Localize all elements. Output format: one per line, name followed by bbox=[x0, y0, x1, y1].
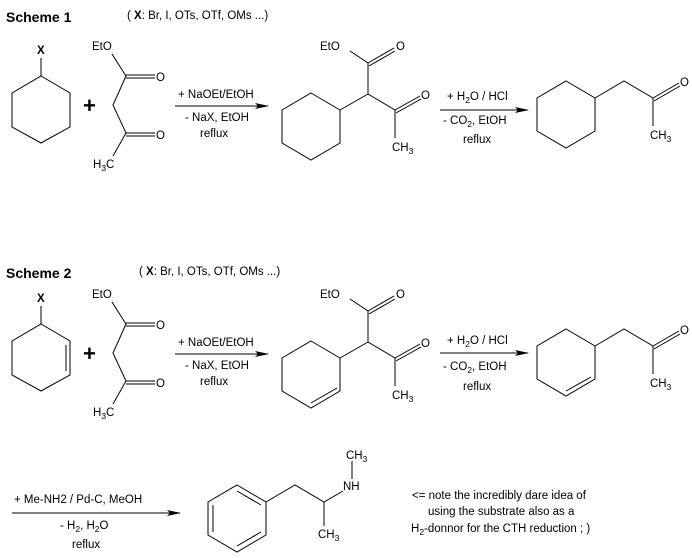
eto-label: EtO bbox=[320, 289, 340, 301]
eto-label: EtO bbox=[92, 41, 112, 53]
ester-o: O bbox=[396, 41, 405, 53]
arrow-1-reagent: + NaOEt/EtOH bbox=[178, 337, 254, 349]
scheme-1-title: Scheme 1 bbox=[6, 9, 72, 25]
arrow-1-condition: reflux bbox=[200, 128, 228, 140]
arrow-2-reagent: + H2O / HCl bbox=[447, 335, 508, 349]
arrow-2-byproduct: - CO2, EtOH bbox=[443, 115, 507, 129]
ester-o: O bbox=[396, 289, 405, 301]
ch3-label: CH3 bbox=[650, 130, 672, 144]
alkylated-ketoester: EtO O O CH3 bbox=[281, 41, 430, 161]
ch3-label: CH3 bbox=[650, 378, 672, 392]
methamphetamine-product: NH CH3 CH3 bbox=[207, 450, 368, 553]
substituent-x: X bbox=[37, 293, 45, 305]
reductive-amination-arrow: + Me-NH2 / Pd-C, MeOH - H2, H2O reflux bbox=[12, 494, 181, 551]
cyclohexyl-halide: X bbox=[11, 45, 71, 144]
arrow-3-condition: reflux bbox=[72, 539, 100, 551]
arrow-2-byproduct: - CO2, EtOH bbox=[443, 361, 507, 375]
reaction-arrow-1: + NaOEt/EtOH - NaX, EtOH reflux bbox=[175, 337, 269, 388]
ch3-label: CH3 bbox=[392, 390, 414, 404]
alpha-methyl-label: CH3 bbox=[318, 529, 340, 543]
ethyl-acetoacetate: EtO O O H3C bbox=[92, 41, 165, 173]
arrow-1-byproduct: - NaX, EtOH bbox=[185, 360, 249, 372]
arrow-2-condition: reflux bbox=[463, 134, 491, 146]
reaction-arrow-1: + NaOEt/EtOH - NaX, EtOH reflux bbox=[175, 89, 269, 140]
ketone-o: O bbox=[680, 325, 689, 337]
ethyl-acetoacetate: EtO O O H3C bbox=[92, 289, 165, 421]
leaving-group-note: ( X: Br, I, OTs, OTf, OMs ...) bbox=[127, 10, 268, 22]
cyclohexane-ring bbox=[11, 75, 71, 144]
ch3-label: CH3 bbox=[392, 142, 414, 156]
n-methyl-label: CH3 bbox=[346, 450, 368, 464]
arrow-1-reagent: + NaOEt/EtOH bbox=[178, 89, 254, 101]
note-line-3: H2-donnor for the CTH reduction ; ) bbox=[411, 523, 590, 537]
scheme-2-title: Scheme 2 bbox=[6, 265, 72, 281]
ketone-o: O bbox=[421, 90, 430, 102]
leaving-group-note: ( X: Br, I, OTs, OTf, OMs ...) bbox=[139, 266, 280, 278]
substituent-x: X bbox=[37, 45, 45, 57]
arrow-2-condition: reflux bbox=[463, 381, 491, 393]
arrow-2-reagent: + H2O / HCl bbox=[447, 91, 508, 105]
cyclohexylacetone: O CH3 bbox=[536, 77, 689, 149]
arrow-3-byproduct: - H2, H2O bbox=[60, 520, 109, 534]
eto-label: EtO bbox=[92, 289, 112, 301]
alkylated-ketoester: EtO O O CH3 bbox=[281, 289, 430, 409]
carbonyl-o: O bbox=[156, 72, 165, 84]
note-line-1: <= note the incredibly dare idea of bbox=[412, 490, 587, 502]
carbonyl-o: O bbox=[156, 320, 165, 332]
benzene-ring bbox=[207, 484, 267, 553]
cyclohexenylacetone: O CH3 bbox=[536, 325, 689, 397]
plus-sign: + bbox=[83, 93, 96, 118]
cyclohexene-ring bbox=[11, 323, 71, 392]
plus-sign: + bbox=[83, 341, 96, 366]
nh-label: NH bbox=[343, 481, 360, 493]
arrow-3-reagent: + Me-NH2 / Pd-C, MeOH bbox=[14, 494, 142, 506]
author-note: <= note the incredibly dare idea of usin… bbox=[411, 490, 590, 537]
arrow-1-condition: reflux bbox=[200, 376, 228, 388]
arrow-1-byproduct: - NaX, EtOH bbox=[185, 112, 249, 124]
scheme-1: Scheme 1 ( X: Br, I, OTs, OTf, OMs ...) … bbox=[6, 9, 689, 173]
ketone-o: O bbox=[156, 378, 165, 390]
ketone-o: O bbox=[680, 77, 689, 89]
h3c-label: H3C bbox=[93, 159, 114, 173]
note-line-2: using the substrate also as a bbox=[428, 506, 575, 518]
reaction-arrow-2: + H2O / HCl - CO2, EtOH reflux bbox=[440, 335, 529, 393]
h3c-label: H3C bbox=[93, 407, 114, 421]
reaction-arrow-2: + H2O / HCl - CO2, EtOH reflux bbox=[440, 91, 529, 146]
eto-label: EtO bbox=[320, 41, 340, 53]
ketone-o: O bbox=[156, 130, 165, 142]
ketone-o: O bbox=[421, 338, 430, 350]
scheme-2: Scheme 2 ( X: Br, I, OTs, OTf, OMs ...) … bbox=[6, 265, 689, 421]
cyclohexenyl-halide: X bbox=[11, 293, 71, 392]
